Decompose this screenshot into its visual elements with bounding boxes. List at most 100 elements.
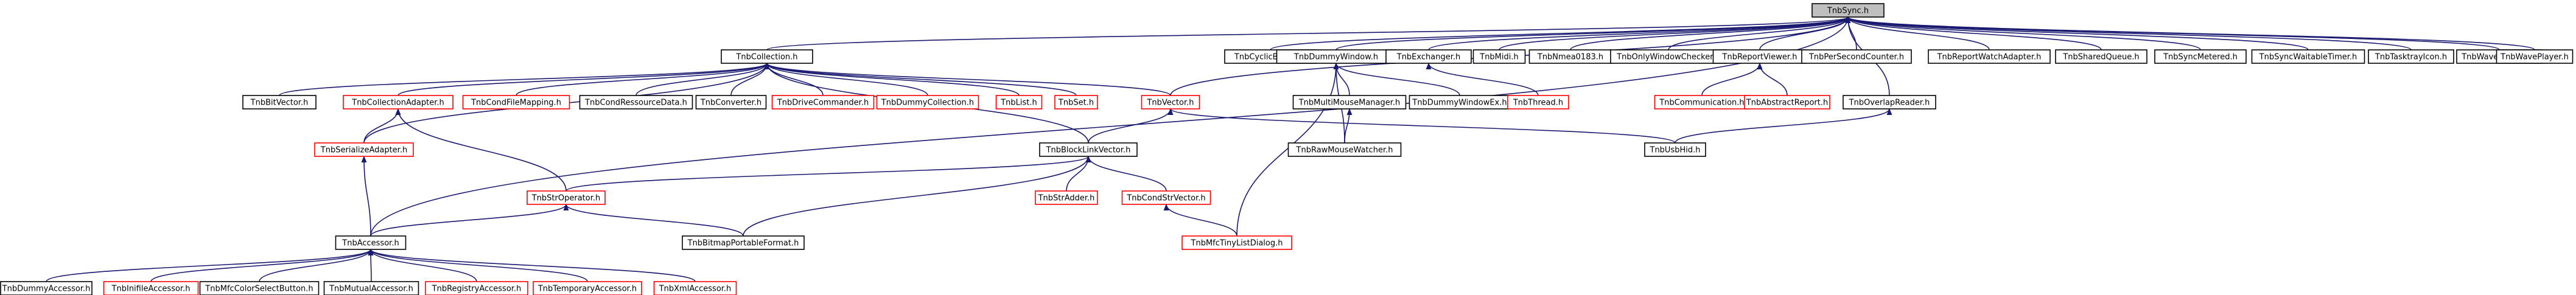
node-persecond[interactable]: TnbPerSecondCounter.h xyxy=(1801,49,1912,64)
edge-usbhid-to-overlapreader xyxy=(1675,108,1892,144)
node-vector[interactable]: TnbVector.h xyxy=(1141,95,1200,109)
node-label: TnbDummyWindowEx.h xyxy=(1412,99,1507,108)
edge-collectionadapter-to-collection xyxy=(397,62,770,96)
node-xmlaccessor[interactable]: TnbXmlAccessor.h xyxy=(653,281,737,295)
node-collectionadapter[interactable]: TnbCollectionAdapter.h xyxy=(343,95,453,109)
node-label: TnbSerializeAdapter.h xyxy=(320,146,407,155)
node-box xyxy=(695,95,767,109)
node-accessor[interactable]: TnbAccessor.h xyxy=(335,235,407,250)
node-waveplayer[interactable]: TnbWavePlayer.h xyxy=(2496,49,2574,64)
edge-exchanger-to-sync xyxy=(1428,16,1851,50)
node-usbhid[interactable]: TnbUsbHid.h xyxy=(1644,142,1706,157)
edge-mfctinylist-to-dummywindow xyxy=(1236,62,1339,237)
node-overlapreader[interactable]: TnbOverlapReader.h xyxy=(1843,95,1936,109)
node-mfctinylist[interactable]: TnbMfcTinyListDialog.h xyxy=(1181,235,1292,250)
node-collection[interactable]: TnbCollection.h xyxy=(721,49,813,64)
node-label: TnbUsbHid.h xyxy=(1650,146,1701,155)
node-label: TnbPerSecondCounter.h xyxy=(1808,53,1904,62)
node-exchanger[interactable]: TnbExchanger.h xyxy=(1385,49,1472,64)
edge-usbhid-to-vector xyxy=(1167,108,1676,144)
node-tasktray[interactable]: TnbTasktrayIcon.h xyxy=(2368,49,2454,64)
node-midi[interactable]: TnbMidi.h xyxy=(1472,49,1526,64)
node-box xyxy=(0,281,93,295)
edge-bitmapportable-to-blocklink xyxy=(743,155,1091,237)
node-condresource[interactable]: TnbCondRessourceData.h xyxy=(579,95,693,109)
node-rawmouse[interactable]: TnbRawMouseWatcher.h xyxy=(1287,142,1402,157)
node-thread[interactable]: TnbThread.h xyxy=(1507,95,1569,109)
node-reportwatch[interactable]: TnbReportWatchAdapter.h xyxy=(1928,49,2051,64)
node-nmea[interactable]: TnbNmea0183.h xyxy=(1528,49,1612,64)
node-inifileaccessor[interactable]: TnbInifileAccessor.h xyxy=(103,281,199,295)
node-registryaccessor[interactable]: TnbRegistryAccessor.h xyxy=(425,281,528,295)
node-label: TnbCollection.h xyxy=(735,53,797,62)
node-syncmetered[interactable]: TnbSyncMetered.h xyxy=(2154,49,2247,64)
node-dummycollection[interactable]: TnbDummyCollection.h xyxy=(876,95,979,109)
node-set[interactable]: TnbSet.h xyxy=(1054,95,1098,109)
node-box xyxy=(242,95,317,109)
node-box xyxy=(2055,49,2147,64)
edge-condstrvector-to-blocklink xyxy=(1085,155,1167,192)
node-reportviewer[interactable]: TnbReportViewer.h xyxy=(1712,49,1807,64)
node-mfccolorselect[interactable]: TnbMfcColorSelectButton.h xyxy=(199,281,320,295)
node-label: TnbReportWatchAdapter.h xyxy=(1937,53,2042,62)
edge-bitvector-to-collection xyxy=(279,62,770,96)
edge-mfccolorselect-to-accessor xyxy=(259,248,374,282)
edge-waveplayer-to-sync xyxy=(1845,16,2535,50)
node-box xyxy=(2154,49,2247,64)
node-sync[interactable]: TnbSync.h xyxy=(1811,3,1885,18)
node-box xyxy=(425,281,528,295)
node-box xyxy=(682,235,805,250)
node-box xyxy=(2496,49,2574,64)
node-mutualaccessor[interactable]: TnbMutualAccessor.h xyxy=(323,281,419,295)
node-label: TnbTemporaryAccessor.h xyxy=(537,285,637,294)
node-box xyxy=(653,281,737,295)
edges xyxy=(46,16,2535,282)
node-dummywindowex[interactable]: TnbDummyWindowEx.h xyxy=(1409,95,1511,109)
node-label: TnbRegistryAccessor.h xyxy=(432,285,522,294)
node-bitvector[interactable]: TnbBitVector.h xyxy=(242,95,317,109)
node-temporaryaccessor[interactable]: TnbTemporaryAccessor.h xyxy=(533,281,642,295)
node-box xyxy=(1181,235,1292,250)
node-sharedqueue[interactable]: TnbSharedQueue.h xyxy=(2055,49,2147,64)
edge-stroperator-to-blocklink xyxy=(565,155,1091,192)
node-communication[interactable]: TnbCommunication.h xyxy=(1654,95,1750,109)
node-label: TnbSharedQueue.h xyxy=(2062,53,2139,62)
node-stroperator[interactable]: TnbStrOperator.h xyxy=(527,190,606,205)
edge-registryaccessor-to-accessor xyxy=(368,248,477,282)
node-label: TnbConverter.h xyxy=(700,99,761,108)
edge-vector-to-collection xyxy=(764,62,1171,96)
edge-temporaryaccessor-to-accessor xyxy=(368,248,588,282)
node-label: TnbTasktrayIcon.h xyxy=(2375,53,2447,62)
node-drivecommander[interactable]: TnbDriveCommander.h xyxy=(771,95,875,109)
edge-stroperator-to-collectionadapter xyxy=(395,108,567,192)
node-stradder[interactable]: TnbStrAdder.h xyxy=(1035,190,1098,205)
node-box xyxy=(2368,49,2454,64)
node-box xyxy=(323,281,419,295)
node-bitmapportable[interactable]: TnbBitmapPortableFormat.h xyxy=(682,235,805,250)
node-list[interactable]: TnbList.h xyxy=(995,95,1043,109)
edge-tasktray-to-sync xyxy=(1845,16,2412,50)
node-syncwaitable[interactable]: TnbSyncWaitableTimer.h xyxy=(2251,49,2365,64)
node-box xyxy=(1507,95,1569,109)
node-label: TnbMfcColorSelectButton.h xyxy=(205,285,313,294)
node-onlywindow[interactable]: TnbOnlyWindowChecker.h xyxy=(1610,49,1727,64)
node-condstrvector[interactable]: TnbCondStrVector.h xyxy=(1121,190,1211,205)
node-multimouse[interactable]: TnbMultiMouseManager.h xyxy=(1292,95,1407,109)
node-blocklink[interactable]: TnbBlockLinkVector.h xyxy=(1039,142,1138,157)
node-label: TnbMidi.h xyxy=(1479,53,1519,62)
node-converter[interactable]: TnbConverter.h xyxy=(695,95,767,109)
node-serialize[interactable]: TnbSerializeAdapter.h xyxy=(314,142,414,157)
node-dummywindow[interactable]: TnbDummyWindow.h xyxy=(1276,49,1396,64)
node-condfilemapping[interactable]: TnbCondFileMapping.h xyxy=(462,95,570,109)
node-box xyxy=(103,281,199,295)
edge-list-to-collection xyxy=(764,62,1020,96)
node-label: TnbSyncMetered.h xyxy=(2163,53,2238,62)
edge-collection-to-sync xyxy=(766,16,1850,50)
node-abstractreport[interactable]: TnbAbstractReport.h xyxy=(1744,95,1830,109)
edge-accessor-to-stroperator xyxy=(370,203,569,237)
node-label: TnbDummyWindow.h xyxy=(1293,53,1378,62)
edge-dummycollection-to-collection xyxy=(764,62,928,96)
node-dummyaccessor[interactable]: TnbDummyAccessor.h xyxy=(0,281,93,295)
